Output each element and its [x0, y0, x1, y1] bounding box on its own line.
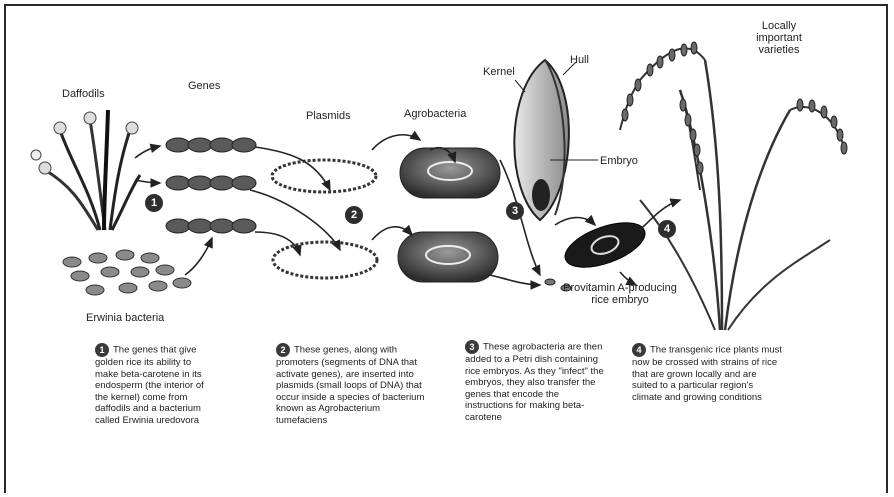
provitamin-embryo — [559, 214, 650, 277]
label-locally-important: Locally important varieties — [740, 20, 818, 56]
caption-number-2: 2 — [276, 343, 290, 357]
rice-grains — [622, 42, 847, 174]
small-embryo-1 — [545, 279, 555, 285]
caption-step-3: 3These agrobacteria are then added to a … — [465, 340, 605, 423]
rice-kernel — [514, 60, 598, 220]
agrobacterium-top — [400, 148, 500, 198]
step-marker-1: 1 — [145, 194, 163, 212]
label-hull: Hull — [570, 54, 589, 66]
step-marker-3: 3 — [506, 202, 524, 220]
label-agrobacteria: Agrobacteria — [404, 108, 466, 120]
gene-row-2 — [166, 176, 256, 190]
gene-row-3 — [166, 219, 256, 233]
caption-step-4: 4The transgenic rice plants must now be … — [632, 343, 782, 403]
plasmid-bottom — [273, 242, 377, 278]
step-marker-2: 2 — [345, 206, 363, 224]
daffodil-plant — [31, 110, 140, 230]
embryo-spot — [532, 179, 550, 211]
caption-number-3: 3 — [465, 340, 479, 354]
caption-text-4: The transgenic rice plants must now be c… — [632, 345, 782, 403]
label-kernel: Kernel — [483, 66, 515, 78]
caption-step-1: 1The genes that give golden rice its abi… — [95, 343, 215, 426]
caption-text-1: The genes that give golden rice its abil… — [95, 345, 204, 426]
label-genes: Genes — [188, 80, 220, 92]
caption-step-2: 2These genes, along with promoters (segm… — [276, 343, 426, 426]
caption-text-3: These agrobacteria are then added to a P… — [465, 342, 604, 423]
label-erwinia: Erwinia bacteria — [86, 312, 164, 324]
label-daffodils: Daffodils — [62, 88, 105, 100]
caption-number-4: 4 — [632, 343, 646, 357]
genes-rows — [166, 138, 256, 233]
gene-row-1 — [166, 138, 256, 152]
label-plasmids: Plasmids — [306, 110, 351, 122]
caption-number-1: 1 — [95, 343, 109, 357]
erwinia-bacteria-cluster — [63, 250, 191, 295]
step-marker-4: 4 — [658, 220, 676, 238]
agrobacterium-bottom — [398, 232, 498, 282]
plasmid-top — [272, 160, 376, 192]
label-embryo: Embryo — [600, 155, 638, 167]
label-provitamin: Provitamin A-producing rice embryo — [560, 282, 680, 306]
caption-text-2: These genes, along with promoters (segme… — [276, 345, 424, 426]
